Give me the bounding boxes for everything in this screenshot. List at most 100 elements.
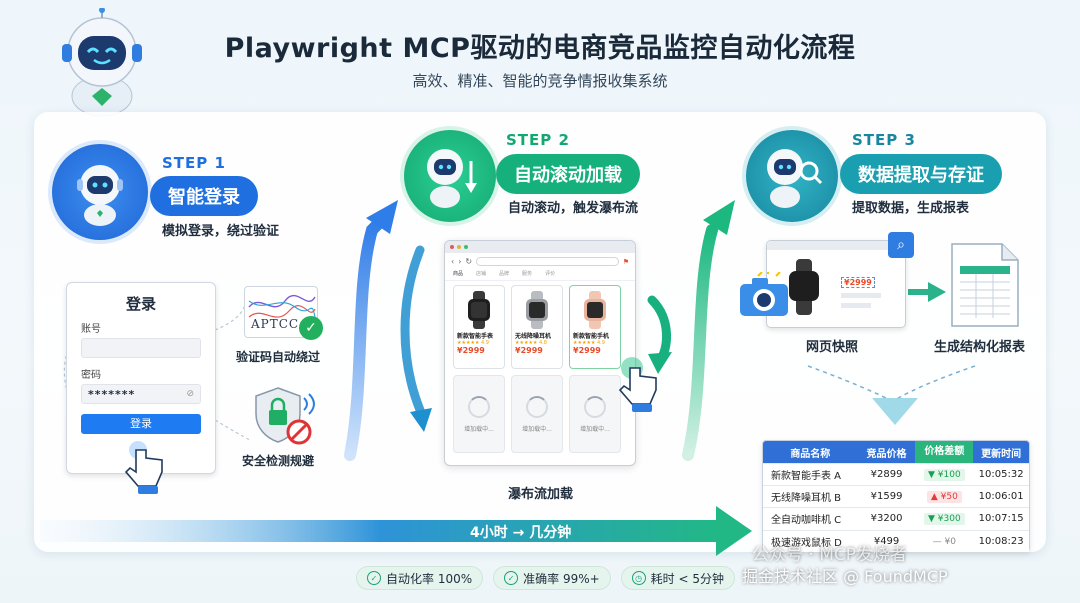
product-rating: ★★★★★ 4.9	[457, 340, 489, 346]
spinner-icon	[584, 395, 606, 418]
badge-accuracy: ✓ 准确率 99%+	[493, 566, 611, 590]
product-card[interactable]: 新款智能手机 ★★★★★ 4.9 ¥2999	[569, 285, 621, 369]
address-bar[interactable]	[476, 257, 619, 266]
scan-icon: ⌕	[888, 232, 914, 258]
check-circle-icon: ✓	[367, 571, 381, 585]
product-card[interactable]: 新款智能手表 ★★★★★ 4.9 ¥2999	[453, 285, 505, 369]
cell-name: 极速游戏鼠标 D	[771, 538, 842, 549]
cell-name: 无线降噪耳机 B	[771, 493, 842, 504]
login-title: 登录	[125, 295, 156, 313]
watermark-wechat: 公众号 · MCP发烧者	[752, 545, 908, 565]
cell-diff: ▲ ¥50	[926, 490, 962, 503]
cell-price: ¥2899	[870, 469, 903, 480]
step3-label: STEP 3	[852, 131, 916, 149]
cell-time: 10:06:01	[978, 491, 1024, 502]
cell-name: 全自动咖啡机 C	[771, 515, 842, 526]
product-name: 新款智能手表	[457, 333, 494, 340]
snapshot-caption: 网页快照	[806, 340, 859, 355]
table-header: 商品名称 竞品价格 价格差额 更新时间	[763, 441, 1029, 463]
hand-pointer-icon	[122, 440, 172, 502]
password-label: 密码	[81, 370, 101, 381]
cell-price: ¥499	[873, 536, 900, 547]
login-button[interactable]: 登录	[81, 414, 201, 434]
col-header: 更新时间	[981, 448, 1022, 460]
spinner-icon	[526, 395, 548, 418]
loading-card: 增加载中...	[511, 375, 563, 453]
check-circle-icon: ✓	[504, 571, 519, 585]
step1-label: STEP 1	[162, 154, 226, 172]
step1-robot-icon	[52, 144, 148, 240]
refresh-icon[interactable]: ↻	[465, 257, 473, 266]
timeline-label: 4小时 → 几分钟	[470, 525, 572, 541]
cell-price: ¥1599	[870, 491, 903, 502]
forward-icon[interactable]: ›	[458, 257, 462, 266]
step2-label: STEP 2	[506, 131, 570, 149]
tab-review[interactable]: 评价	[545, 271, 556, 277]
loading-card: 增加载中...	[453, 375, 505, 453]
captcha-text: APTCC	[251, 317, 300, 331]
account-input[interactable]	[81, 338, 201, 358]
security-evasion-label: 安全检测规避	[242, 454, 315, 468]
table-row: 全自动咖啡机 C ¥3200 ▼ ¥300 10:07:15	[763, 507, 1029, 529]
cell-time: 10:08:23	[978, 536, 1024, 547]
tab-store[interactable]: 店铺	[476, 271, 487, 277]
col-header: 商品名称	[790, 448, 831, 460]
table-row: 无线降噪耳机 B ¥1599 ▲ ¥50 10:06:01	[763, 485, 1029, 507]
product-grid: 新款智能手表 ★★★★★ 4.9 ¥2999 无线降噪耳机 ★★★★★ 4.8 …	[445, 281, 635, 457]
loading-card: 增加载中...	[569, 375, 621, 453]
tab-goods[interactable]: 商品	[453, 271, 464, 277]
password-input[interactable]: ******* ⊘	[81, 384, 201, 404]
loading-text: 增加载中...	[522, 425, 552, 433]
tab-brand[interactable]: 品牌	[499, 271, 510, 277]
eye-off-icon[interactable]: ⊘	[186, 389, 194, 399]
header-robot-icon	[52, 7, 152, 118]
cell-time: 10:05:32	[978, 469, 1024, 480]
table-row: 极速游戏鼠标 D ¥499 — ¥0 10:08:23	[763, 530, 1029, 552]
shield-lock-icon	[252, 384, 322, 452]
spinner-icon	[468, 395, 490, 418]
badge-label: 自动化率 100%	[386, 571, 473, 586]
password-value: *******	[88, 387, 136, 401]
camera-icon	[738, 271, 792, 324]
cell-diff: ▼ ¥100	[924, 468, 965, 481]
cell-diff: ▼ ¥300	[924, 512, 965, 525]
product-name: 新款智能手机	[573, 333, 610, 340]
product-name: 无线降噪耳机	[515, 333, 552, 340]
product-price: ¥2999	[573, 346, 601, 355]
badge-label: 准确率 99%+	[523, 571, 600, 586]
product-price: ¥2999	[457, 346, 485, 355]
loading-text: 增加载中...	[580, 425, 610, 433]
webpage-snapshot: ¥2999	[766, 240, 906, 328]
smartwatch-icon	[457, 289, 501, 331]
cell-name: 新款智能手表 A	[771, 471, 842, 482]
cart-icon[interactable]: ⚑	[622, 257, 629, 266]
step3-desc: 提取数据，生成报表	[852, 201, 970, 216]
product-card[interactable]: 无线降噪耳机 ★★★★★ 4.8 ¥2999	[511, 285, 563, 369]
spreadsheet-icon	[950, 242, 1020, 332]
watermark-juejin: 掘金技术社区 @ FoundMCP	[742, 567, 948, 586]
browser-window: ‹ › ↻ ⚑ 商品 店铺 品牌 服务 评价 新款智能手表 ★★★★★ 4.9 …	[444, 240, 636, 466]
smartwatch-icon	[515, 289, 559, 331]
captcha-bypass-label: 验证码自动绕过	[236, 350, 321, 364]
table-row: 新款智能手表 A ¥2899 ▼ ¥100 10:05:32	[763, 463, 1029, 485]
cell-diff: — ¥0	[932, 536, 956, 547]
clock-icon: ◷	[631, 571, 646, 585]
waterfall-caption: 瀑布流加载	[508, 487, 574, 502]
product-rating: ★★★★★ 4.8	[515, 340, 547, 346]
product-price: ¥2999	[515, 346, 543, 355]
browser-toolbar: ‹ › ↻ ⚑	[445, 253, 635, 270]
step2-desc: 自动滚动，触发瀑布流	[508, 201, 639, 216]
metric-badges: ✓ 自动化率 100% ✓ 准确率 99%+ ◷ 耗时 < 5分钟	[356, 566, 735, 590]
smartwatch-icon	[573, 289, 617, 331]
badge-duration: ◷ 耗时 < 5分钟	[620, 566, 735, 590]
tab-service[interactable]: 服务	[522, 271, 533, 277]
step1-title: 智能登录	[150, 176, 258, 216]
account-label: 账号	[81, 324, 101, 335]
step1-desc: 模拟登录，绕过验证	[162, 224, 280, 239]
browser-titlebar	[445, 241, 635, 253]
step2-title: 自动滚动加载	[496, 154, 640, 194]
back-icon[interactable]: ‹	[451, 257, 455, 266]
snapshot-price: ¥2999	[841, 277, 875, 288]
cell-time: 10:07:15	[978, 513, 1024, 524]
